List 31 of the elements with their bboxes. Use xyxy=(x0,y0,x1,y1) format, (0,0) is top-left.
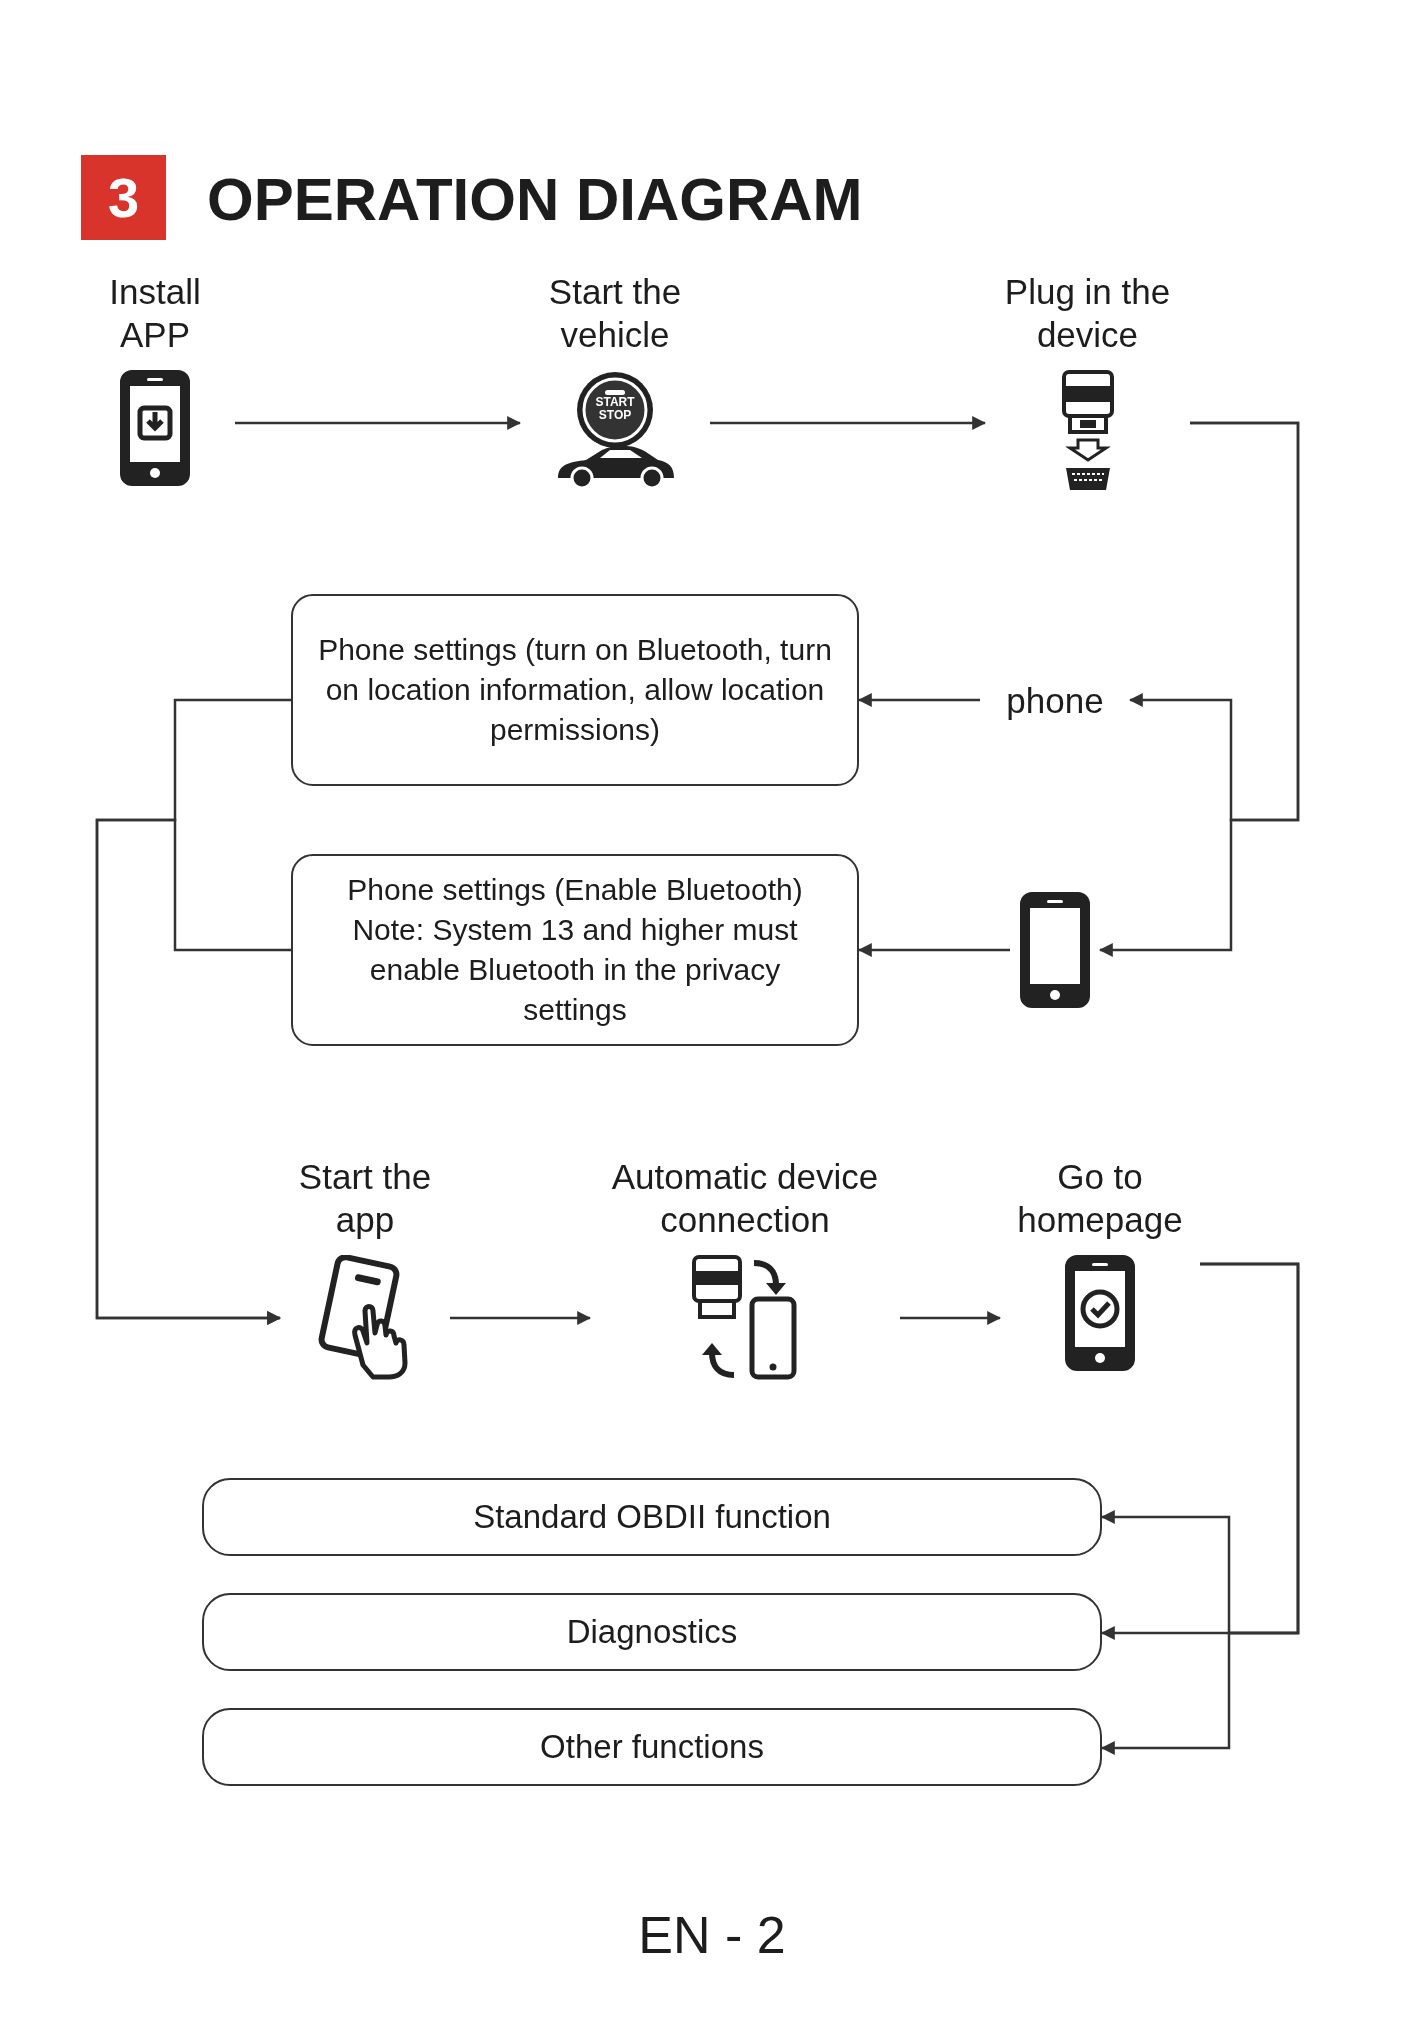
rounded-box xyxy=(202,1593,1102,1671)
connector-arrow xyxy=(450,1311,592,1325)
rounded-box xyxy=(202,1478,1102,1556)
step-label: Go to homepage xyxy=(1016,1156,1184,1241)
page-number: EN - 2 xyxy=(637,1905,787,1965)
connector-arrow xyxy=(900,1311,1002,1325)
rounded-box xyxy=(202,1708,1102,1786)
step-label: phone xyxy=(1006,679,1104,722)
connector-arrow xyxy=(235,416,522,430)
section-number: 3 xyxy=(81,155,166,240)
rounded-box xyxy=(291,594,859,786)
connector-arrow xyxy=(710,416,987,430)
box-text: Standard OBDII function xyxy=(473,1497,831,1537)
connector-arrow xyxy=(1100,1262,1300,1755)
step-label: Start the app xyxy=(297,1156,433,1241)
box-text: Phone settings (Enable Bluetooth) Note: System 13 and higher must enable Bluetooth in the privacy settings xyxy=(346,872,804,1028)
step-label: Automatic device connection xyxy=(610,1156,880,1241)
button-label: STOP xyxy=(597,409,633,422)
connector-arrow xyxy=(1098,421,1300,957)
step-label: Plug in the device xyxy=(1003,271,1172,356)
connector-arrow xyxy=(857,943,1010,957)
box-text: Phone settings (turn on Bluetooth, turn on location information, allow location permissions) xyxy=(317,632,833,748)
step-label: Install APP xyxy=(108,271,202,356)
step-label: Start the vehicle xyxy=(547,271,683,356)
connector-arrow xyxy=(857,693,980,707)
rounded-box xyxy=(291,854,859,1046)
button-label: START xyxy=(594,396,636,409)
title: OPERATION DIAGRAM xyxy=(207,165,863,235)
connector-arrow xyxy=(95,818,291,1325)
box-text: Other functions xyxy=(540,1727,764,1767)
box-text: Diagnostics xyxy=(566,1612,738,1652)
